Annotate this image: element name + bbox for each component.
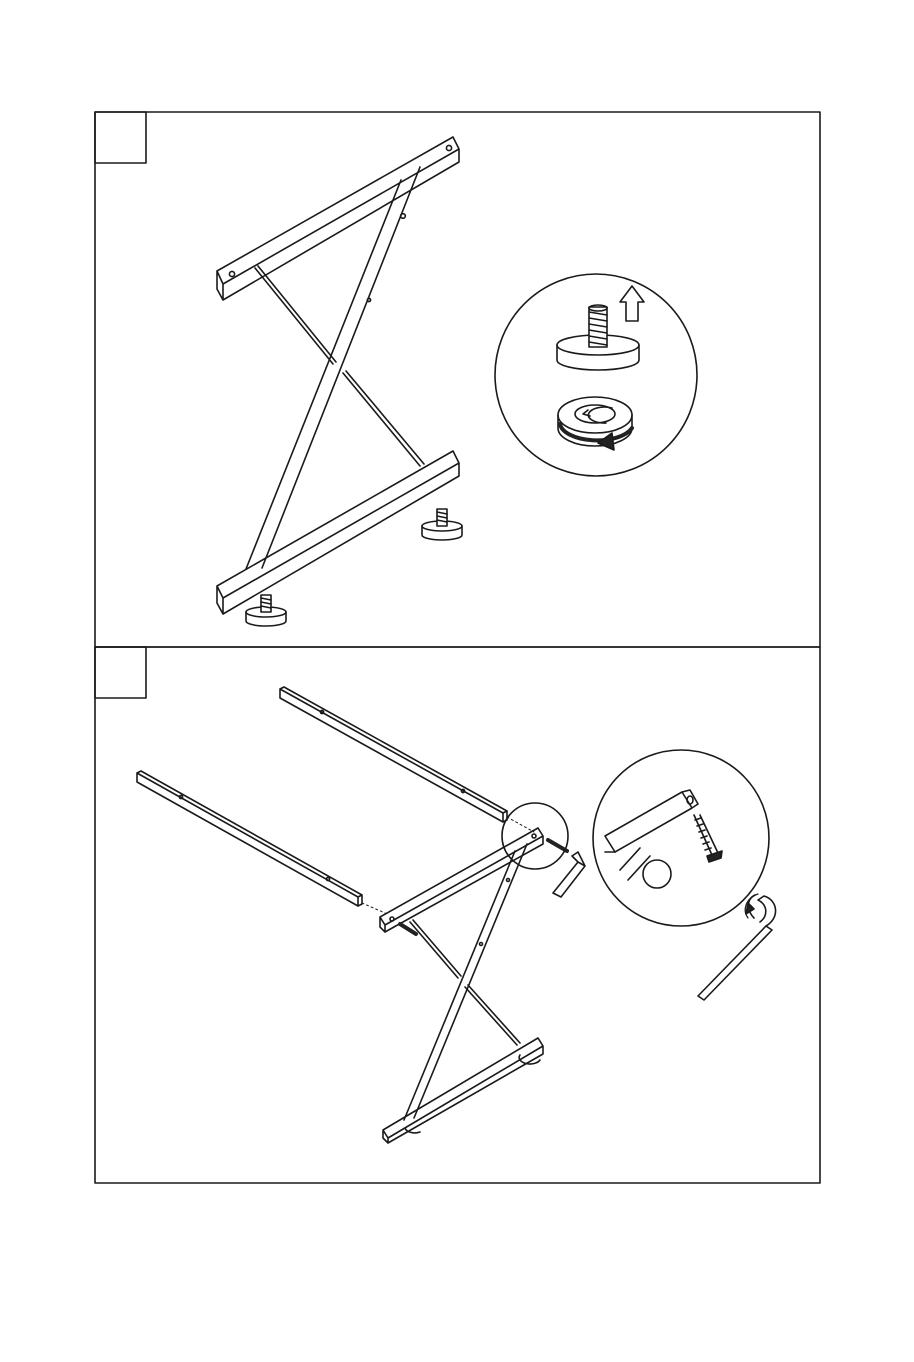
bolt-hole — [401, 214, 406, 219]
leveling-foot — [246, 595, 286, 626]
bolt-hole — [229, 271, 234, 276]
main-diagonal — [246, 167, 420, 569]
x-frame-leg — [217, 137, 459, 614]
bolt-hole — [367, 298, 370, 301]
main-diagonal — [404, 844, 527, 1120]
cross-brace — [410, 920, 520, 1045]
hex-key-icon — [698, 894, 776, 1000]
arrow-up-icon — [620, 286, 644, 321]
side-rail — [137, 771, 362, 906]
detail-callout-marker — [502, 803, 568, 869]
step-1-panel — [95, 112, 820, 647]
bolt-icon — [548, 840, 567, 851]
bottom-bar — [383, 1038, 543, 1143]
side-rail — [280, 687, 507, 822]
foot-detail-callout — [495, 274, 697, 476]
cross-brace — [255, 266, 424, 466]
step-2-number-box — [95, 647, 146, 698]
bolt-detail-callout — [593, 750, 769, 926]
top-bar — [380, 828, 543, 932]
leveling-foot — [422, 509, 462, 540]
step-1-number-box — [95, 112, 146, 163]
bolt-hole — [446, 145, 451, 150]
bolt-hole — [643, 860, 671, 888]
top-bar — [217, 137, 459, 300]
x-frame-leg — [380, 828, 543, 1143]
step-1-border — [95, 112, 820, 647]
rotate-icon — [558, 397, 632, 450]
step-2-panel — [95, 647, 820, 1183]
